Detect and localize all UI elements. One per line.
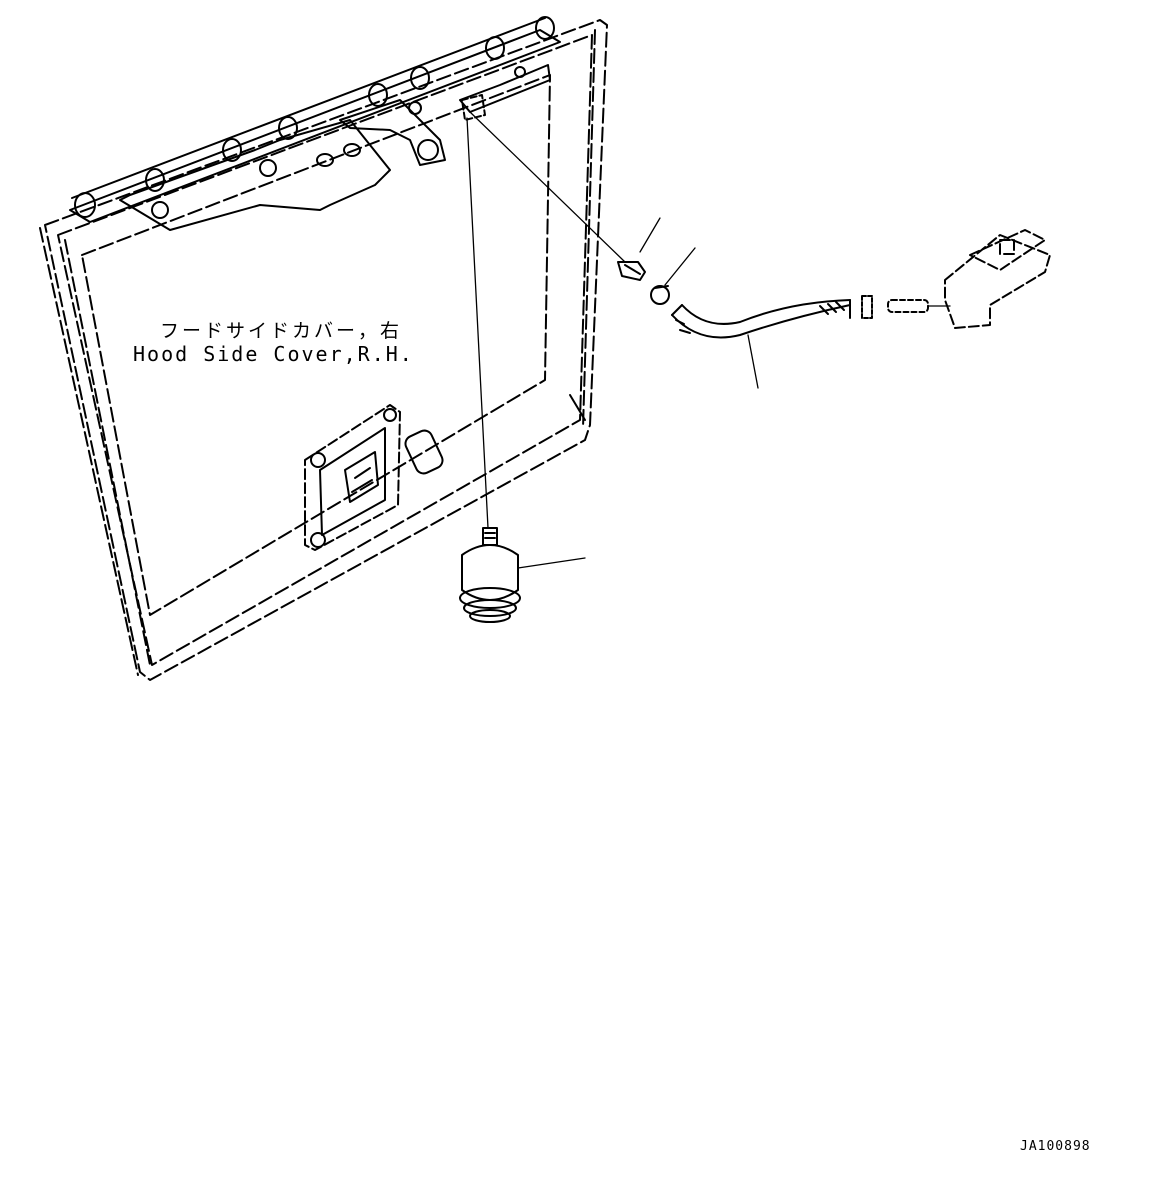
panel-outer-frame	[44, 19, 608, 681]
panel-inner-frame	[81, 74, 551, 616]
leader-lines	[466, 111, 951, 569]
hinge-plate-left	[119, 119, 391, 231]
part-name-english: Hood Side Cover,R.H.	[133, 342, 414, 366]
mounting-bracket	[944, 229, 1051, 329]
bracket-tab	[461, 94, 486, 121]
hose	[671, 299, 851, 339]
hose-clamp	[650, 285, 670, 305]
fitting	[617, 261, 646, 281]
hinge-bar	[69, 29, 561, 223]
canister	[459, 527, 521, 623]
hose-connectors	[861, 295, 929, 319]
hood-hinge	[69, 16, 561, 231]
part-name-japanese: フードサイドカバー，右	[160, 320, 403, 342]
hood-latch	[304, 404, 444, 551]
drawing-number: JA100898	[1020, 1139, 1091, 1154]
